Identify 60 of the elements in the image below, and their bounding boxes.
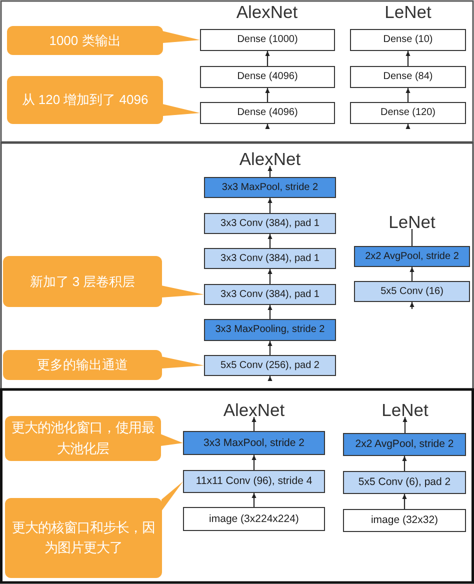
arrow: [268, 234, 272, 248]
layer-box: Dense (84): [350, 66, 466, 88]
column-title: AlexNet: [236, 5, 298, 19]
arrow: [268, 198, 272, 213]
layer-box: 3x3 Conv (384), pad 1: [204, 248, 336, 269]
connector-line: [411, 229, 413, 246]
callout-bubble: 新加了 3 层卷积层: [3, 256, 162, 307]
callout-bubble: 更大的池化窗口，使用最大池化层: [5, 416, 161, 461]
layer-box: 3x3 Conv (384), pad 1: [204, 284, 336, 305]
layer-box: Dense (4096): [200, 102, 335, 124]
callout-bubble: 更大的核窗口和步长，因为图片更大了: [5, 498, 162, 578]
layer-box: Dense (120): [350, 102, 466, 124]
callout-pointer: [160, 434, 183, 446]
arrow: [406, 124, 410, 129]
callout-bubble: 从 120 增加到了 4096: [7, 76, 163, 124]
callout-pointer: [162, 104, 200, 116]
column-title: AlexNet: [239, 152, 301, 166]
arrow: [268, 305, 272, 319]
column-title: AlexNet: [223, 403, 285, 417]
layer-box: 3x3 MaxPool, stride 2: [183, 431, 325, 455]
arrow: [265, 88, 270, 102]
layer-box: Dense (1000): [200, 29, 335, 51]
arrow: [406, 88, 410, 102]
arrow: [406, 51, 410, 66]
arrow: [402, 417, 408, 433]
layer-box: 2x2 AvgPool, stride 2: [343, 433, 466, 456]
arrow: [265, 124, 270, 129]
layer-box: 3x3 Conv (384), pad 1: [204, 213, 336, 234]
arrow: [410, 267, 414, 281]
arrow: [268, 376, 272, 381]
layer-box: 2x2 AvgPool, stride 2: [354, 246, 470, 267]
layer-box: 11x11 Conv (96), stride 4: [183, 470, 325, 493]
layer-box: 3x3 MaxPool, stride 2: [204, 177, 336, 198]
arrow: [268, 166, 272, 177]
layer-box: image (32x32): [343, 509, 466, 532]
layer-box: Dense (10): [350, 29, 466, 51]
arrow: [265, 51, 270, 66]
column-title: LeNet: [384, 5, 432, 19]
arrow: [252, 493, 256, 507]
arrow: [252, 455, 256, 470]
callout-bubble: 1000 类输出: [7, 26, 163, 55]
column-title: LeNet: [388, 215, 436, 229]
callout-pointer: [162, 356, 204, 368]
layer-box: image (3x224x224): [183, 507, 325, 531]
callout-bubble: 更多的输出通道: [3, 350, 162, 380]
arrow: [268, 269, 272, 284]
arrow: [410, 302, 414, 309]
callout-pointer: [162, 31, 200, 43]
callout-pointer: [162, 482, 183, 511]
arrow: [402, 456, 407, 471]
arrow: [268, 341, 272, 355]
column-title: LeNet: [382, 403, 428, 417]
layer-box: 5x5 Conv (16): [354, 281, 470, 302]
arrow: [402, 494, 407, 509]
layer-box: Dense (4096): [200, 66, 335, 88]
layer-box: 5x5 Conv (256), pad 2: [204, 355, 336, 376]
layer-box: 5x5 Conv (6), pad 2: [343, 471, 466, 494]
callout-pointer: [162, 286, 204, 298]
layer-box: 3x3 MaxPooling, stride 2: [204, 319, 336, 341]
arrow: [252, 417, 256, 431]
